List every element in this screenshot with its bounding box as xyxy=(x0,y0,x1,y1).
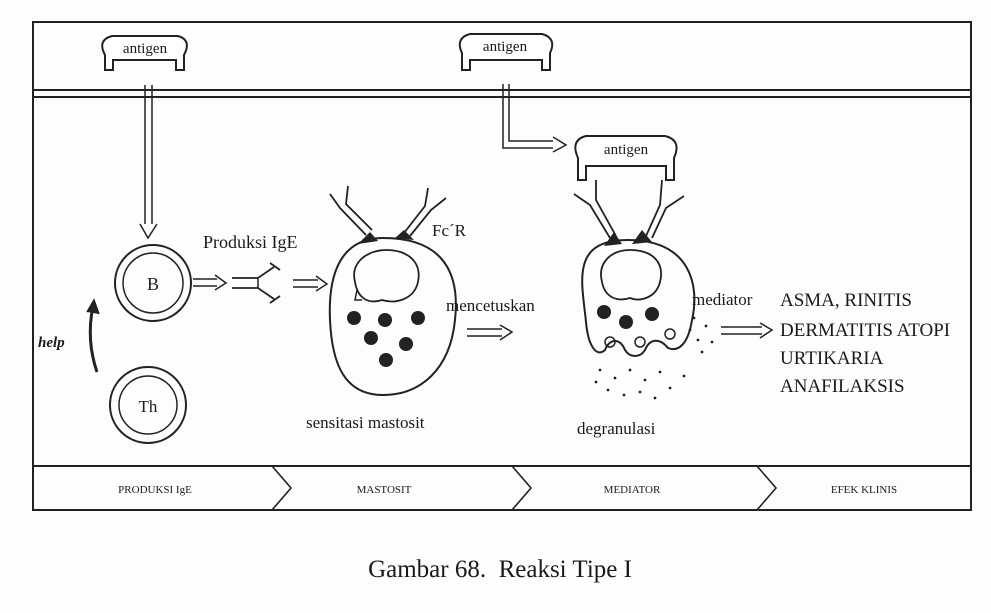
sensitized-mastocyte xyxy=(330,186,456,395)
effect-dermatitis: DERMATITIS ATOPI xyxy=(780,320,950,341)
antigen-left-shape: antigen xyxy=(102,36,187,70)
b-cell-label: B xyxy=(147,274,159,294)
effect-asma-rinitis: ASMA, RINITIS xyxy=(780,290,912,311)
mediator-label: mediator xyxy=(692,290,753,309)
antigen-left-label: antigen xyxy=(123,41,168,57)
figure-caption: Gambar 68. Reaksi Tipe I xyxy=(368,556,632,583)
antigen-right-label: antigen xyxy=(483,39,528,55)
stage-produksi-ige: PRODUKSI IgE xyxy=(118,484,192,496)
b-to-ige-arrow xyxy=(193,275,226,290)
fc-receptor-label: Fc´R xyxy=(432,221,467,240)
mencetuskan-arrow xyxy=(467,325,512,340)
sensitasi-label: sensitasi mastosit xyxy=(306,413,425,432)
diagram-frame xyxy=(33,22,971,510)
stage-mastosit: MASTOSIT xyxy=(357,484,412,496)
antigen-to-mastocyte-arrow xyxy=(503,84,566,152)
ige-antibody-icon xyxy=(232,263,280,303)
th-cell: Th xyxy=(110,367,186,443)
stage-efek-klinis: EFEK KLINIS xyxy=(831,484,897,496)
ige-to-mastocyte-arrow xyxy=(293,276,327,291)
effect-urtikaria: URTIKARIA xyxy=(780,348,884,369)
degranulasi-label: degranulasi xyxy=(577,419,656,438)
stage-mediator: MEDIATOR xyxy=(604,484,661,496)
mediator-arrow xyxy=(721,323,772,338)
antigen-to-b-arrow xyxy=(140,85,157,238)
clinical-effects-list: ASMA, RINITIS DERMATITIS ATOPI URTIKARIA… xyxy=(780,290,950,397)
help-label: help xyxy=(38,335,65,351)
b-cell: B xyxy=(115,245,191,321)
mencetuskan-label: mencetuskan xyxy=(446,296,535,315)
antigen-bound-label: antigen xyxy=(604,142,649,158)
th-cell-label: Th xyxy=(139,397,158,416)
stage-bar: PRODUKSI IgE MASTOSIT MEDIATOR EFEK KLIN… xyxy=(33,466,971,510)
produksi-ige-label: Produksi IgE xyxy=(203,232,298,252)
antigen-right-shape: antigen xyxy=(460,34,552,70)
antigen-bound-shape: antigen xyxy=(575,136,676,180)
effect-anafilaksis: ANAFILAKSIS xyxy=(780,376,905,397)
help-arrow xyxy=(87,300,99,372)
